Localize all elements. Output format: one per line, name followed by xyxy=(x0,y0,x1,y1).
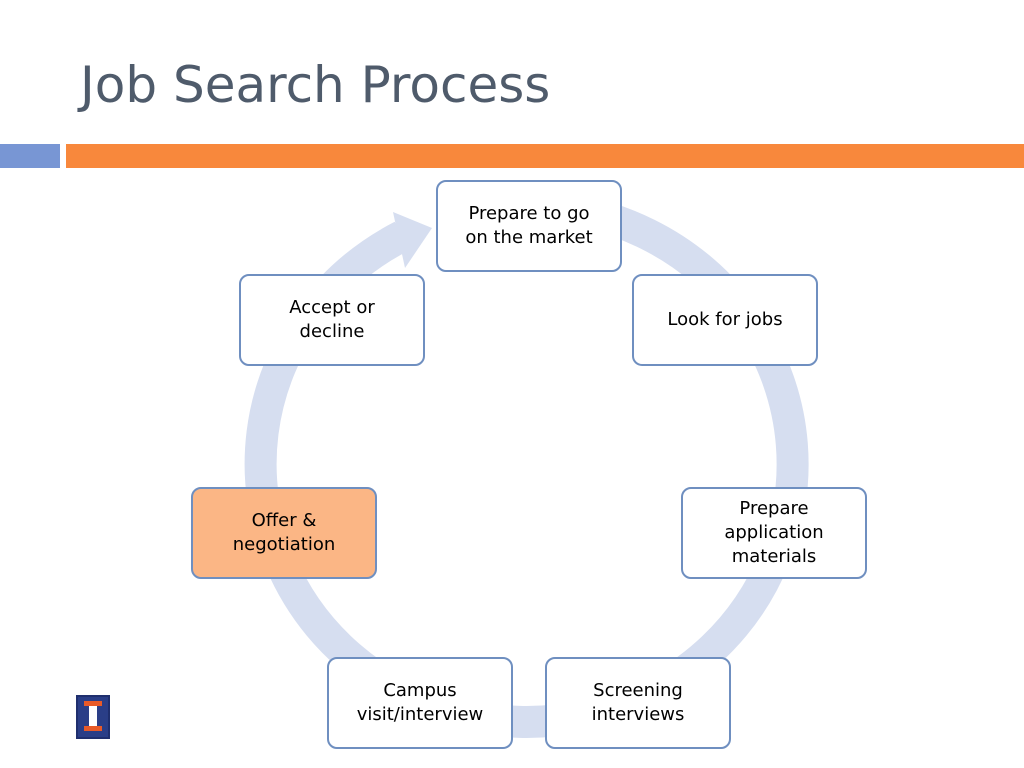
cycle-arrowhead xyxy=(393,212,432,268)
accent-bar-blue xyxy=(0,144,60,168)
step-label: Prepare application materials xyxy=(724,498,824,567)
step-label: Campus visit/interview xyxy=(356,680,484,725)
step-accept-or-decline: Accept or decline xyxy=(239,274,425,366)
step-screening-interviews: Screening interviews xyxy=(545,657,731,749)
step-label: Offer & negotiation xyxy=(232,510,336,555)
step-prepare-to-go-on-the-market: Prepare to go on the market xyxy=(436,180,622,272)
step-label: Accept or decline xyxy=(289,297,375,342)
block-i-logo-icon xyxy=(76,695,110,739)
step-campus-visit-interview: Campus visit/interview xyxy=(327,657,513,749)
step-look-for-jobs: Look for jobs xyxy=(632,274,818,366)
accent-bar-orange xyxy=(66,144,1024,168)
step-prepare-application-materials: Prepare application materials xyxy=(681,487,867,579)
step-label: Look for jobs xyxy=(667,309,783,330)
step-label: Prepare to go on the market xyxy=(465,203,593,248)
step-offer-and-negotiation: Offer & negotiation xyxy=(191,487,377,579)
slide-title: Job Search Process xyxy=(80,56,551,114)
step-label: Screening interviews xyxy=(591,680,685,725)
